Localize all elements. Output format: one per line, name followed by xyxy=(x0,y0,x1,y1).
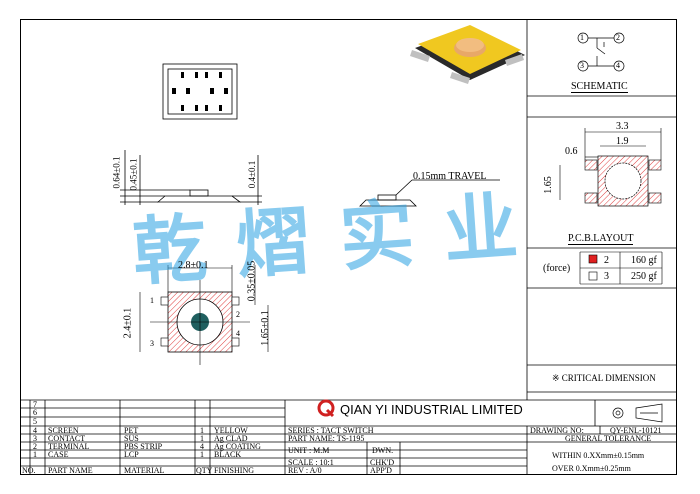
part-no: 2 xyxy=(33,442,37,451)
critical-dimension-note: ※ CRITICAL DIMENSION xyxy=(552,373,656,383)
dim-width: 2.8±0.1 xyxy=(178,260,209,271)
pcb-dim-inner: 1.9 xyxy=(616,136,629,147)
part-no: 1 xyxy=(33,450,37,459)
part-finish: Ag COATING xyxy=(214,442,261,451)
tolerance-within: WITHIN 0.XXmm±0.15mm xyxy=(552,451,645,460)
parts-header-finish: FINISHING xyxy=(214,466,254,475)
top-pin-4: 4 xyxy=(236,329,240,338)
dim-height-04: 0.4±0.1 xyxy=(247,160,258,189)
dim-side: 1.65±0.1 xyxy=(259,310,271,346)
top-pin-3: 3 xyxy=(150,339,154,348)
rev-info: REV : A/0 xyxy=(288,466,322,475)
drawing-frame xyxy=(20,19,677,475)
part-name: CONTACT xyxy=(48,434,86,443)
scale-info: SCALE : 10:1 xyxy=(288,458,334,467)
part-name: CASE xyxy=(48,450,69,459)
force-swatch-white xyxy=(588,271,598,281)
schematic-pin-1: 1 xyxy=(580,33,584,42)
force-code-3: 3 xyxy=(604,271,609,282)
force-code-2: 2 xyxy=(604,255,609,266)
part-qty: 1 xyxy=(200,426,204,435)
pcb-label: P.C.B.LAYOUT xyxy=(568,233,634,245)
parts-header-name: PART NAME xyxy=(48,466,93,475)
schematic-symbol xyxy=(577,32,625,72)
top-view-drawing xyxy=(139,265,269,365)
part-no: 3 xyxy=(33,434,37,443)
part-no: 4 xyxy=(33,426,37,435)
part-material: LCP xyxy=(124,450,139,459)
parts-header-no: NO. xyxy=(22,466,36,475)
schematic-label: SCHEMATIC xyxy=(571,81,628,93)
force-value-160: 160 gf xyxy=(631,255,657,266)
series-info: SERIES : TACT SWITCH xyxy=(288,426,374,435)
part-qty: 1 xyxy=(200,434,204,443)
company-logo-icon xyxy=(317,399,335,418)
bottom-view-drawing xyxy=(162,63,238,120)
company-name: QIAN YI INDUSTRIAL LIMITED xyxy=(340,402,523,417)
side-view-drawing xyxy=(120,150,262,205)
top-pin-2: 2 xyxy=(236,310,240,319)
pcb-layout-drawing xyxy=(559,128,662,207)
top-pin-1: 1 xyxy=(150,296,154,305)
schematic-pin-3: 3 xyxy=(580,61,584,70)
dim-cap: 0.35±0.05 xyxy=(246,260,258,302)
part-qty: 1 xyxy=(200,450,204,459)
pcb-dim-pad: 0.6 xyxy=(565,146,578,157)
part-qty: 4 xyxy=(200,442,204,451)
force-swatch-red xyxy=(588,254,598,264)
part-material: PET xyxy=(124,426,139,435)
parts-header-qty: QTY xyxy=(196,466,213,475)
rev-row-6: 6 xyxy=(33,408,37,417)
drawing-no-label: DRAWING NO: xyxy=(530,426,584,435)
part-finish: YELLOW xyxy=(214,426,248,435)
pcb-dim-total: 3.3 xyxy=(616,121,629,132)
switch-3d-render xyxy=(410,25,525,84)
dim-height-064: 0.64±0.1 xyxy=(111,156,122,189)
force-label: (force) xyxy=(543,263,571,274)
part-material: SUS xyxy=(124,434,139,443)
dim-top-height: 2.4±0.1 xyxy=(122,307,134,339)
rev-row-5: 5 xyxy=(33,417,37,426)
parts-header-material: MATERIAL xyxy=(124,466,165,475)
part-name: TERMINAL xyxy=(48,442,90,451)
dwn-info: DWN. xyxy=(372,446,394,455)
pcb-dim-height: 1.65 xyxy=(542,176,554,194)
tolerance-title: GENERAL TOLERANCE xyxy=(565,434,652,443)
part-finish: BLACK xyxy=(214,450,242,459)
schematic-pin-2: 2 xyxy=(616,33,620,42)
appd-info: APP'D xyxy=(370,466,392,475)
rev-row-7: 7 xyxy=(33,400,37,409)
tolerance-over: OVER 0.Xmm±0.25mm xyxy=(552,464,631,473)
schematic-pin-4: 4 xyxy=(616,61,620,70)
drawing-no-value: QY-ENL-10121 xyxy=(610,426,662,435)
force-value-250: 250 gf xyxy=(631,271,657,282)
travel-label: 0.15mm TRAVEL xyxy=(413,171,487,182)
dim-height-045: 0.45±0.1 xyxy=(128,158,139,191)
unit-info: UNIT : M.M xyxy=(288,446,330,455)
part-finish: Ag CLAD xyxy=(214,434,248,443)
chkd-info: CHK'D xyxy=(370,458,395,467)
projection-symbol xyxy=(612,403,663,423)
part-name: SCREEN xyxy=(48,426,79,435)
travel-view-drawing xyxy=(359,179,500,207)
part-material: PBS STRIP xyxy=(124,442,163,451)
part-name-info: PART NAME: TS-1195 xyxy=(288,434,365,443)
